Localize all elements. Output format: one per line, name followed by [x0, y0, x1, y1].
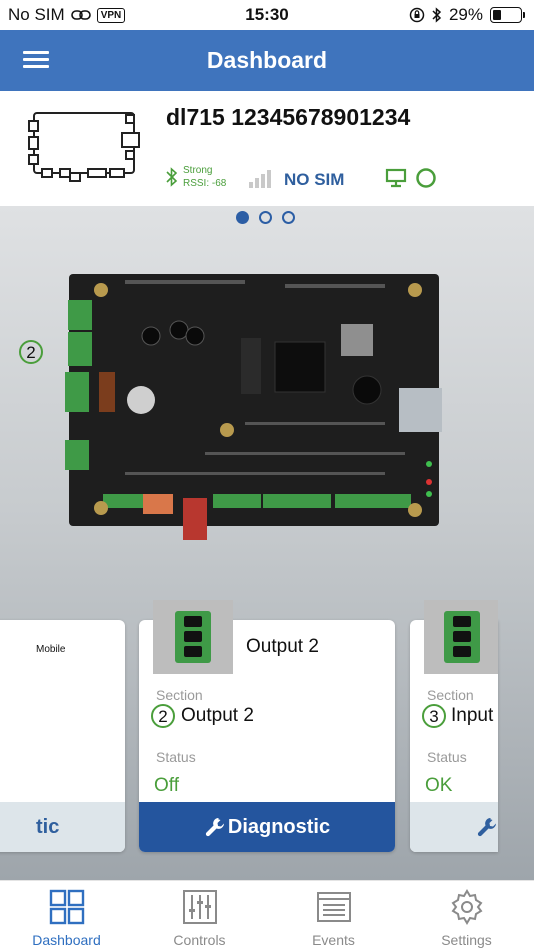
battery-icon: [490, 7, 525, 23]
sliders-icon: [183, 890, 217, 924]
tab-label: Controls: [173, 932, 226, 948]
gear-icon: [451, 889, 483, 925]
tab-label: Settings: [441, 932, 492, 948]
carousel-dots[interactable]: [236, 211, 295, 224]
tab-label: Dashboard: [32, 932, 101, 948]
battery-percent: 29%: [448, 5, 483, 24]
connector-image: [153, 600, 233, 674]
cellular-signal-icon: [249, 166, 271, 188]
rssi-value: RSSI: -68: [183, 178, 227, 189]
section-number-badge: 2: [151, 704, 175, 728]
tab-controls[interactable]: Controls: [133, 881, 266, 951]
status-circle-icon: [416, 168, 436, 188]
link-icon: [70, 10, 91, 20]
connector-image: [424, 600, 498, 674]
card-title-partial: Mobile: [36, 644, 66, 655]
page-title: Dashboard: [206, 47, 328, 73]
section-badge[interactable]: 2: [19, 340, 43, 364]
tab-settings[interactable]: Settings: [400, 881, 533, 951]
device-info-panel: dl715 12345678901234 Strong RSSI: -68 NO…: [0, 91, 534, 206]
app-header: Dashboard: [0, 30, 534, 91]
connector-icon: [444, 611, 480, 663]
carousel-dot[interactable]: [282, 211, 295, 224]
vpn-badge: VPN: [96, 7, 126, 23]
status-value: Off: [154, 775, 179, 796]
section-label: Section: [427, 687, 474, 703]
device-title: dl715 12345678901234: [166, 104, 411, 130]
carousel-dot[interactable]: [259, 211, 272, 224]
monitor-icon: [385, 168, 407, 188]
status-bar: No SIM VPN 15:30 29%: [0, 0, 534, 30]
status-right: 29%: [409, 5, 525, 25]
diagnostic-label: Diagnostic: [227, 815, 331, 838]
circuit-board-image[interactable]: [65, 272, 442, 540]
card-title: Output 2: [246, 636, 319, 657]
tab-label: Events: [312, 932, 355, 948]
diagnostic-button-right[interactable]: [410, 802, 498, 852]
section-value: Input: [451, 705, 494, 726]
status-left: No SIM VPN: [8, 5, 126, 25]
menu-icon[interactable]: [23, 51, 49, 69]
bluetooth-status: Strong RSSI: -68: [166, 164, 226, 190]
wrench-icon: [205, 818, 224, 837]
status-label: Status: [156, 749, 196, 765]
status-label: Status: [427, 749, 467, 765]
bluetooth-icon: [432, 7, 442, 23]
diagnostic-button[interactable]: Diagnostic: [139, 802, 395, 852]
tab-events[interactable]: Events: [267, 881, 400, 951]
bluetooth-icon: [166, 167, 178, 187]
sim-status: NO SIM: [284, 170, 345, 189]
output-card-left[interactable]: Mobile tic: [0, 620, 125, 852]
connector-icon: [175, 611, 211, 663]
rotation-lock-icon: [409, 7, 425, 23]
carrier-label: No SIM: [8, 5, 65, 24]
connection-status: [385, 167, 437, 189]
section-number-badge: 3: [422, 704, 446, 728]
section-label: Section: [156, 687, 203, 703]
section-value: Output 2: [181, 705, 254, 726]
tab-bar: Dashboard Controls Events Settings: [0, 880, 534, 951]
device-outline-icon: [28, 112, 140, 182]
clock: 15:30: [245, 5, 289, 24]
list-window-icon: [317, 892, 351, 922]
grid-icon: [49, 889, 85, 925]
carousel-dot[interactable]: [236, 211, 249, 224]
tab-dashboard[interactable]: Dashboard: [0, 881, 133, 951]
bluetooth-strength: Strong: [183, 165, 213, 176]
status-value: OK: [425, 775, 453, 796]
diagnostic-button-left[interactable]: tic: [0, 802, 125, 852]
wrench-icon: [477, 818, 496, 837]
